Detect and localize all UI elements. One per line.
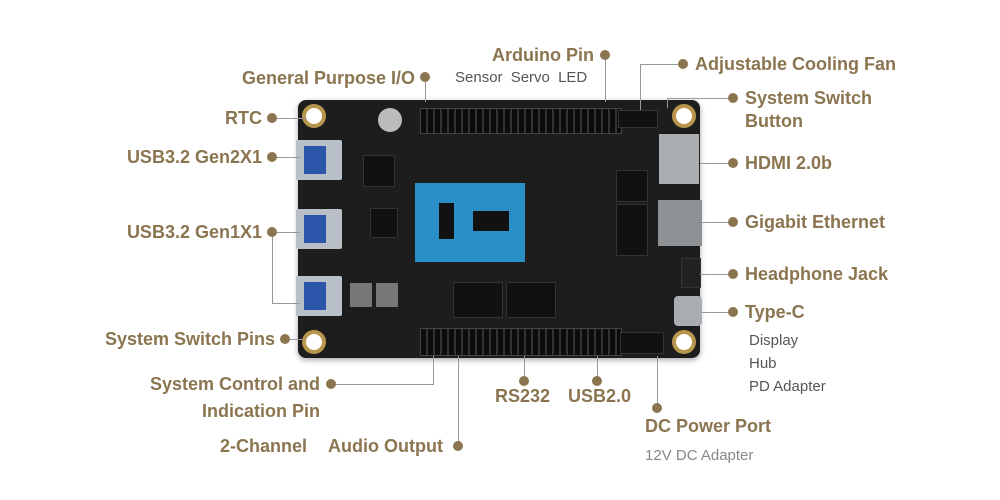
label-usb-gen1: USB3.2 Gen1X1 <box>126 222 262 242</box>
sys-control-dot <box>326 379 336 389</box>
gpio-dot <box>420 72 430 82</box>
typec-dot <box>728 307 738 317</box>
rs232-dot <box>519 376 529 386</box>
label-typec: Type-C <box>745 302 805 322</box>
mount-hole <box>672 330 696 354</box>
label-headphone: Headphone Jack <box>745 264 889 284</box>
typec-port <box>674 296 702 326</box>
rtc-dot <box>267 113 277 123</box>
bottom-header <box>420 328 622 356</box>
memory-chip <box>506 282 556 318</box>
switch-pins-dot <box>280 334 290 344</box>
arduino-sub: Sensor Servo LED <box>455 69 587 87</box>
usb-port <box>296 140 342 180</box>
label-dc-power: DC Power Port <box>645 416 772 436</box>
label-usb-gen2: USB3.2 Gen2X1 <box>126 147 262 167</box>
switch-button-dot <box>728 93 738 103</box>
label-hdmi: HDMI 2.0b <box>745 153 833 173</box>
usb-port <box>296 276 342 316</box>
ic-chip <box>370 208 398 238</box>
label-switch-button-1: System Switch <box>745 88 873 108</box>
ic-chip <box>616 170 648 202</box>
typec-sub-pd: PD Adapter <box>749 378 826 395</box>
label-gpio: General Purpose I/O <box>241 68 415 88</box>
audio-dot <box>453 441 463 451</box>
inductor <box>350 283 372 307</box>
label-ethernet: Gigabit Ethernet <box>745 212 886 232</box>
memory-chip <box>453 282 503 318</box>
typec-sub-display: Display <box>749 332 799 349</box>
headphone-jack <box>681 258 701 288</box>
mount-hole <box>302 330 326 354</box>
headphone-dot <box>728 269 738 279</box>
label-servo: Servo <box>510 69 550 86</box>
ethernet-port <box>658 200 702 246</box>
ic-chip <box>363 155 395 187</box>
rtc-battery <box>378 108 402 132</box>
usb20-dot <box>592 376 602 386</box>
ic-chip <box>616 204 648 256</box>
dc-dot <box>652 403 662 413</box>
arduino-dot <box>600 50 610 60</box>
label-switch-pins: System Switch Pins <box>104 329 275 349</box>
label-audio-2: Audio Output <box>328 436 443 456</box>
label-rs232: RS232 <box>495 386 551 406</box>
label-led: LED <box>558 69 588 86</box>
mount-hole <box>302 104 326 128</box>
label-cooling-fan: Adjustable Cooling Fan <box>695 54 896 74</box>
label-usb20: USB2.0 <box>568 386 632 406</box>
dc-sub: 12V DC Adapter <box>645 447 754 464</box>
label-arduino-pin: Arduino Pin <box>492 45 594 65</box>
label-sensor: Sensor <box>455 69 503 86</box>
fan-connector <box>618 110 658 128</box>
gpio-header <box>420 108 622 134</box>
board-image <box>296 100 702 358</box>
hdmi-port <box>659 134 699 184</box>
ethernet-dot <box>728 217 738 227</box>
label-audio-1: 2-Channel <box>220 436 308 456</box>
label-sys-control-2: Indication Pin <box>201 401 320 421</box>
label-switch-button-2: Button <box>745 111 803 131</box>
inductor <box>376 283 398 307</box>
label-sys-control-1: System Control and <box>149 374 320 394</box>
usb-gen1-dot <box>267 227 277 237</box>
dc-connector <box>620 332 664 354</box>
usb-gen2-dot <box>267 152 277 162</box>
typec-sub-hub: Hub <box>749 355 777 372</box>
fan-dot <box>678 59 688 69</box>
hdmi-dot <box>728 158 738 168</box>
mount-hole <box>672 104 696 128</box>
cpu-package <box>415 183 525 262</box>
label-rtc: RTC <box>225 108 262 128</box>
usb-port <box>296 209 342 249</box>
